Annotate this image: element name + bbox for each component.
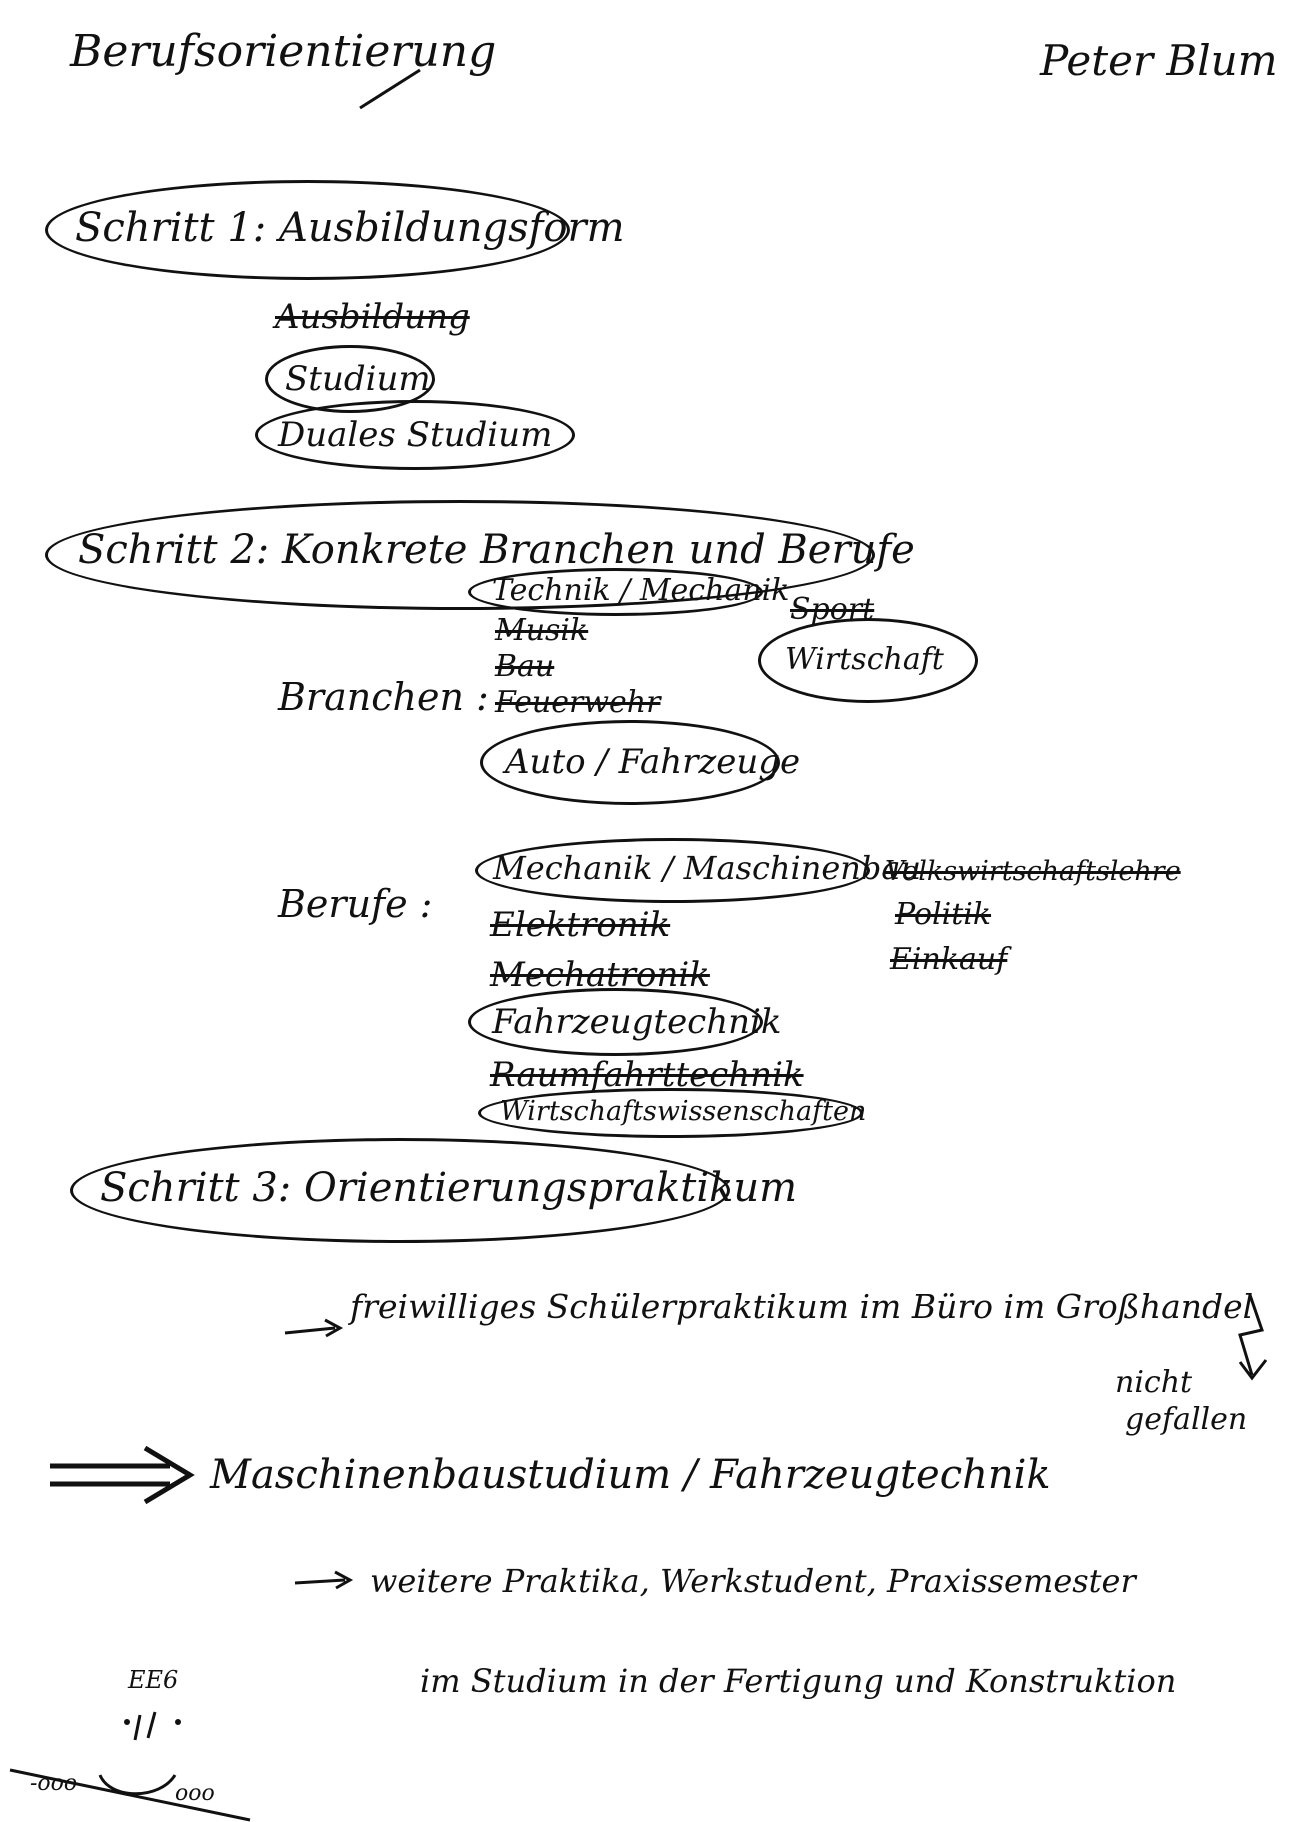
step3-oval — [70, 1138, 730, 1243]
internship-text: freiwilliges Schülerpraktikum im Büro im… — [350, 1287, 1254, 1326]
branche-wirtschaft-oval — [758, 618, 978, 703]
branche-technik-oval — [468, 568, 763, 616]
option-ausbildung: Ausbildung — [275, 297, 470, 337]
branche-technik: Technik / Mechanik — [492, 573, 790, 608]
beruf-wirtschaftswiss-oval — [478, 1088, 863, 1138]
author-name: Peter Blum — [1040, 36, 1278, 85]
beruf-mechanik-oval — [475, 838, 870, 903]
branche-musik: Musik — [495, 613, 589, 648]
beruf-mechatronik: Mechatronik — [490, 955, 710, 995]
branche-auto: Auto / Fahrzeuge — [505, 742, 801, 782]
doodle-text: EE6 — [128, 1666, 179, 1694]
step3-label: Schritt 3: Orientierungspraktikum — [100, 1165, 798, 1211]
arrow-internship — [284, 1318, 344, 1338]
feedback-line1: nicht — [1115, 1365, 1193, 1400]
berufe-label: Berufe : — [278, 882, 433, 926]
arrow-followup — [294, 1570, 354, 1590]
step2-label: Schritt 2: Konkrete Branchen und Berufe — [78, 527, 915, 573]
option-duales-oval — [255, 400, 575, 470]
branche-auto-oval — [480, 720, 780, 805]
step2-oval — [45, 500, 875, 610]
svg-text:ooo: ooo — [175, 1781, 215, 1806]
beruf-einkauf: Einkauf — [890, 942, 1008, 977]
beruf-volkswirtschaftslehre: Volkswirtschaftslehre — [885, 856, 1181, 887]
branche-wirtschaft: Wirtschaft — [785, 642, 944, 677]
beruf-elektronik: Elektronik — [490, 905, 671, 945]
page-title: Berufsorientierung — [70, 26, 497, 77]
beruf-politik: Politik — [895, 897, 992, 932]
option-studium: Studium — [285, 359, 431, 399]
followup-line2: im Studium in der Fertigung und Konstruk… — [420, 1662, 1177, 1700]
beruf-wirtschaftswissenschaften: Wirtschaftswissenschaften — [500, 1096, 867, 1127]
svg-text:-ooo: -ooo — [30, 1771, 77, 1796]
beruf-mechanik: Mechanik / Maschinenbau — [493, 849, 922, 887]
feedback-line2: gefallen — [1125, 1402, 1248, 1437]
double-arrow-icon — [50, 1445, 195, 1505]
followup-line1: weitere Praktika, Werkstudent, Praxissem… — [370, 1562, 1136, 1600]
step1-label: Schritt 1: Ausbildungsform — [75, 205, 625, 251]
branchen-label: Branchen : — [278, 675, 489, 719]
step1-oval — [45, 180, 570, 280]
branche-bau: Bau — [495, 649, 555, 684]
result-text: Maschinenbaustudium / Fahrzeugtechnik — [210, 1452, 1051, 1498]
branche-feuerwehr: Feuerwehr — [495, 685, 661, 720]
option-duales-studium: Duales Studium — [278, 415, 553, 455]
beruf-raumfahrttechnik: Raumfahrttechnik — [490, 1055, 804, 1095]
beruf-fahrzeugtechnik-oval — [468, 988, 763, 1056]
doodle-figure — [9, 1711, 251, 1822]
beruf-fahrzeugtechnik: Fahrzeugtechnik — [492, 1002, 782, 1042]
